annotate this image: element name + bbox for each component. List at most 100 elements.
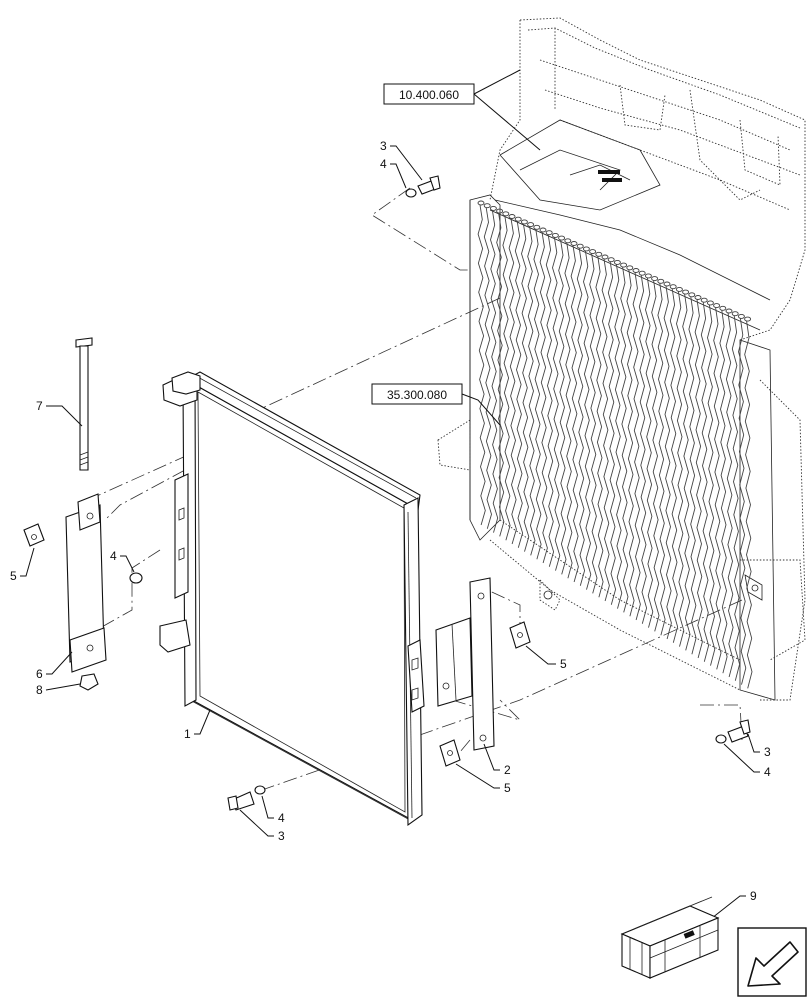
radiator-fin bbox=[533, 229, 542, 560]
radiator-fin bbox=[564, 242, 573, 579]
radiator-fin bbox=[483, 207, 492, 529]
radiator-fin-cap bbox=[595, 251, 603, 257]
radiator-fin-cap bbox=[601, 254, 609, 260]
callout-5-bottom: 5 bbox=[504, 781, 511, 795]
radiator-fin bbox=[527, 226, 536, 556]
callouts: 7 5 4 6 8 1 3 4 5 2 5 4 3 bbox=[10, 139, 771, 919]
reference-box-10-400-060[interactable]: 10.400.060 bbox=[383, 69, 541, 151]
radiator-fin bbox=[738, 318, 747, 685]
radiator-fin-cap bbox=[576, 243, 584, 249]
radiator-fin-cap bbox=[651, 276, 659, 282]
callout-4-bottom: 4 bbox=[278, 811, 285, 825]
radiator-fin-cap bbox=[638, 270, 646, 276]
radiator-fin bbox=[570, 245, 579, 583]
radiator-fin bbox=[744, 321, 753, 689]
navigation-arrow-icon[interactable] bbox=[737, 927, 807, 997]
radiator-fin bbox=[502, 215, 511, 541]
radiator-fin bbox=[552, 237, 561, 571]
radiator-fin bbox=[583, 250, 592, 590]
bolt-part-7 bbox=[75, 337, 93, 471]
radiator-fin bbox=[595, 256, 604, 598]
radiator-fin-cap bbox=[713, 303, 721, 309]
radiator-fin bbox=[676, 291, 685, 647]
radiator-fin bbox=[700, 302, 710, 662]
radiator-fin-cap bbox=[657, 278, 665, 284]
radiator-fin bbox=[682, 294, 691, 651]
radiator-fin bbox=[539, 231, 548, 564]
reference-box-35-300-080[interactable]: 35.300.080 bbox=[371, 383, 501, 426]
callout-1: 1 bbox=[184, 727, 191, 741]
radiator-fin-cap bbox=[502, 211, 510, 217]
radiator-fin bbox=[688, 296, 697, 655]
radiator-fin-cap bbox=[626, 265, 634, 271]
radiator-fin-cap bbox=[582, 246, 590, 252]
radiator-fin bbox=[713, 307, 722, 670]
radiator-fin bbox=[657, 283, 666, 636]
radiator-fin-cap bbox=[669, 284, 677, 290]
radiator-fin-cap bbox=[688, 292, 696, 298]
radiator-fin-cap bbox=[719, 305, 727, 311]
callout-3-right: 3 bbox=[764, 745, 771, 759]
radiator-fin-cap bbox=[533, 224, 541, 230]
radiator-fin-cap bbox=[477, 200, 485, 206]
condenser-part-1 bbox=[159, 371, 425, 827]
radiator-fin bbox=[731, 315, 741, 681]
radiator-fin bbox=[601, 258, 610, 602]
radiator-fin bbox=[508, 218, 517, 545]
callout-8: 8 bbox=[36, 683, 43, 697]
radiator-fin-cap bbox=[564, 238, 572, 244]
radiator-fin bbox=[632, 272, 641, 621]
reference-label-top: 10.400.060 bbox=[399, 88, 459, 102]
radiator-fin-cap bbox=[558, 235, 566, 241]
radiator-fin-cap bbox=[731, 311, 739, 317]
callout-4-top: 4 bbox=[380, 157, 387, 171]
radiator-fin-cap bbox=[620, 262, 628, 268]
radiator-fin-cap bbox=[520, 219, 528, 225]
radiator-fin bbox=[669, 288, 679, 643]
radiator-fin-cap bbox=[737, 313, 745, 319]
radiator-fin-cap bbox=[725, 308, 733, 314]
radiator-fin-cap bbox=[663, 281, 671, 287]
callout-2: 2 bbox=[504, 763, 511, 777]
radiator-fin bbox=[719, 310, 728, 674]
radiator-fin-cap bbox=[694, 295, 702, 300]
radiator-fin bbox=[663, 285, 672, 640]
radiator-fin bbox=[725, 312, 734, 678]
radiator-fin bbox=[620, 267, 629, 613]
reference-label-mid: 35.300.080 bbox=[387, 388, 447, 402]
radiator-fin-cap bbox=[706, 300, 714, 306]
callout-4-right: 4 bbox=[764, 765, 771, 779]
radiator-fin-cap bbox=[496, 208, 504, 214]
radiator-core-fins bbox=[477, 200, 753, 689]
radiator-fin bbox=[638, 275, 648, 624]
radiator-fin-cap bbox=[589, 249, 597, 255]
radiator-fin bbox=[576, 248, 586, 586]
box-kit-icon bbox=[620, 896, 720, 979]
radiator-fin bbox=[607, 261, 617, 605]
radiator-fin bbox=[521, 223, 530, 552]
radiator-fin bbox=[645, 277, 654, 628]
bracket-part-6 bbox=[65, 493, 107, 673]
radiator-fin-cap bbox=[514, 216, 522, 222]
radiator-fin-cap bbox=[700, 297, 708, 303]
radiator-fin-cap bbox=[489, 205, 497, 211]
radiator-fin bbox=[694, 299, 703, 659]
radiator-fin bbox=[707, 304, 716, 666]
radiator-fin-cap bbox=[632, 268, 640, 273]
radiator-fin bbox=[626, 269, 635, 617]
callout-4-left: 4 bbox=[110, 549, 117, 563]
radiator-fin-cap bbox=[539, 227, 547, 233]
radiator-fin bbox=[614, 264, 623, 609]
radiator-fin bbox=[589, 253, 598, 594]
radiator-fin bbox=[477, 204, 486, 526]
callout-6: 6 bbox=[36, 667, 43, 681]
radiator-fin-cap bbox=[744, 316, 752, 322]
callout-7: 7 bbox=[36, 399, 43, 413]
clip-nuts-part-5 bbox=[23, 523, 531, 767]
bracket-part-2 bbox=[435, 577, 495, 751]
radiator-fin-cap bbox=[682, 289, 690, 295]
radiator-assembly-outline bbox=[437, 17, 806, 701]
radiator-fin-cap bbox=[675, 286, 683, 292]
callout-3-bottom: 3 bbox=[278, 829, 285, 843]
